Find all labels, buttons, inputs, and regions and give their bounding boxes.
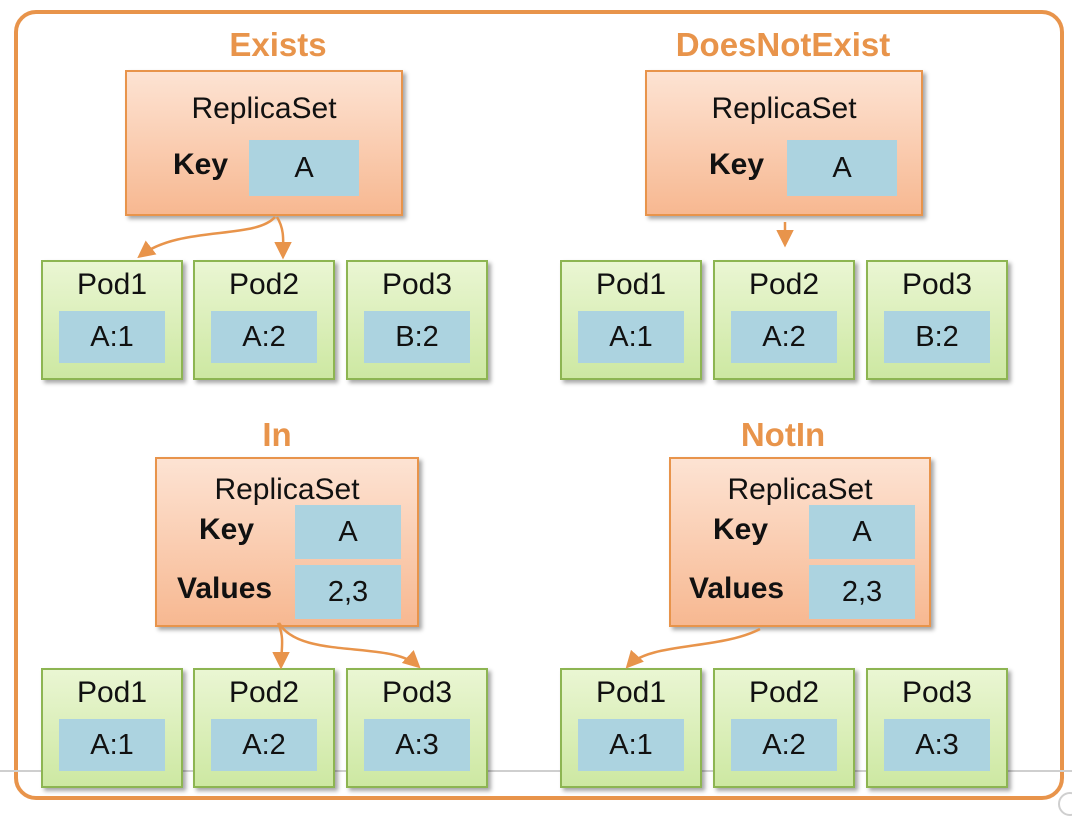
pod-title: Pod3 <box>901 268 973 301</box>
pod-label: A:2 <box>731 719 837 771</box>
pod-not-in-1: Pod1 A:1 <box>560 668 702 788</box>
heading-exists: Exists <box>229 26 327 63</box>
pod-does-not-exist-1: Pod1 A:1 <box>560 260 702 380</box>
pod-label: A:2 <box>211 311 317 363</box>
arrow-in-pod2 <box>272 622 290 670</box>
replicaset-title: ReplicaSet <box>711 92 857 125</box>
values-label: Values <box>689 572 785 605</box>
key-label: Key <box>713 513 769 546</box>
pod-title: Pod3 <box>381 676 453 709</box>
replicaset-in: ReplicaSet Key A Values 2,3 <box>155 457 419 627</box>
pod-in-1: Pod1 A:1 <box>41 668 183 788</box>
pod-title: Pod2 <box>228 676 300 709</box>
pod-in-3: Pod3 A:3 <box>346 668 488 788</box>
pod-exists-3: Pod3 B:2 <box>346 260 488 380</box>
pod-label: A:3 <box>364 719 470 771</box>
replicaset-not-in: ReplicaSet Key A Values 2,3 <box>669 457 931 627</box>
pod-title: Pod2 <box>748 676 820 709</box>
replicaset-title: ReplicaSet <box>727 473 873 506</box>
key-value: A <box>809 505 915 559</box>
key-label: Key <box>173 148 229 181</box>
pod-does-not-exist-3: Pod3 B:2 <box>866 260 1008 380</box>
pod-label: A:2 <box>731 311 837 363</box>
pod-not-in-2: Pod2 A:2 <box>713 668 855 788</box>
pod-title: Pod3 <box>901 676 973 709</box>
pod-does-not-exist-2: Pod2 A:2 <box>713 260 855 380</box>
replicaset-title: ReplicaSet <box>214 473 360 506</box>
pod-not-in-3: Pod3 A:3 <box>866 668 1008 788</box>
arrow-not-in-pod1 <box>625 627 761 669</box>
key-label: Key <box>199 513 255 546</box>
replicaset-exists: ReplicaSet Key A <box>125 70 403 216</box>
pod-label: B:2 <box>884 311 990 363</box>
pod-label: A:1 <box>578 311 684 363</box>
replicaset-title: ReplicaSet <box>191 92 337 125</box>
arrow-exists-pod1 <box>137 216 276 259</box>
pod-label: B:2 <box>364 311 470 363</box>
values-value: 2,3 <box>809 565 915 619</box>
pod-in-2: Pod2 A:2 <box>193 668 335 788</box>
heading-not-in: NotIn <box>740 416 826 453</box>
values-value: 2,3 <box>295 565 401 619</box>
pod-title: Pod2 <box>228 268 300 301</box>
values-label: Values <box>177 572 273 605</box>
replicaset-does-not-exist: ReplicaSet Key A <box>645 70 923 216</box>
heading-in: In <box>262 416 292 453</box>
pod-exists-1: Pod1 A:1 <box>41 260 183 380</box>
divider-line <box>0 770 1072 772</box>
pod-label: A:3 <box>884 719 990 771</box>
pod-title: Pod1 <box>595 268 667 301</box>
pod-title: Pod1 <box>595 676 667 709</box>
pod-title: Pod2 <box>748 268 820 301</box>
pod-label: A:1 <box>59 719 165 771</box>
key-value: A <box>787 140 897 196</box>
pod-label: A:2 <box>211 719 317 771</box>
key-value: A <box>249 140 359 196</box>
pod-label: A:1 <box>578 719 684 771</box>
pod-label: A:1 <box>59 311 165 363</box>
heading-does-not-exist: DoesNotExist <box>675 26 891 63</box>
pod-title: Pod1 <box>76 676 148 709</box>
pod-exists-2: Pod2 A:2 <box>193 260 335 380</box>
arrow-in-pod3 <box>277 622 421 669</box>
key-value: A <box>295 505 401 559</box>
key-label: Key <box>709 148 765 181</box>
pod-title: Pod1 <box>76 268 148 301</box>
pod-title: Pod3 <box>381 268 453 301</box>
arrow-exists-pod2 <box>274 216 292 260</box>
